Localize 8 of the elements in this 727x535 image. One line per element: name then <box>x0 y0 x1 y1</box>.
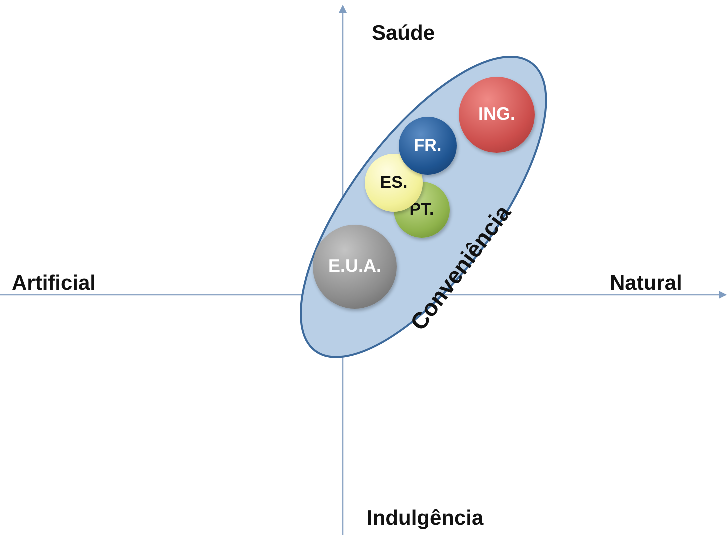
axis-label: Saúde <box>372 22 436 46</box>
axis-label: Natural <box>610 272 682 296</box>
circle-label: ES. <box>380 172 408 193</box>
circle-label: FR. <box>414 136 442 156</box>
axis-label: Indulgência <box>367 507 484 531</box>
axis-label: Artificial <box>12 272 96 296</box>
circle-label: ING. <box>478 104 516 126</box>
circle-label: E.U.A. <box>328 256 382 278</box>
